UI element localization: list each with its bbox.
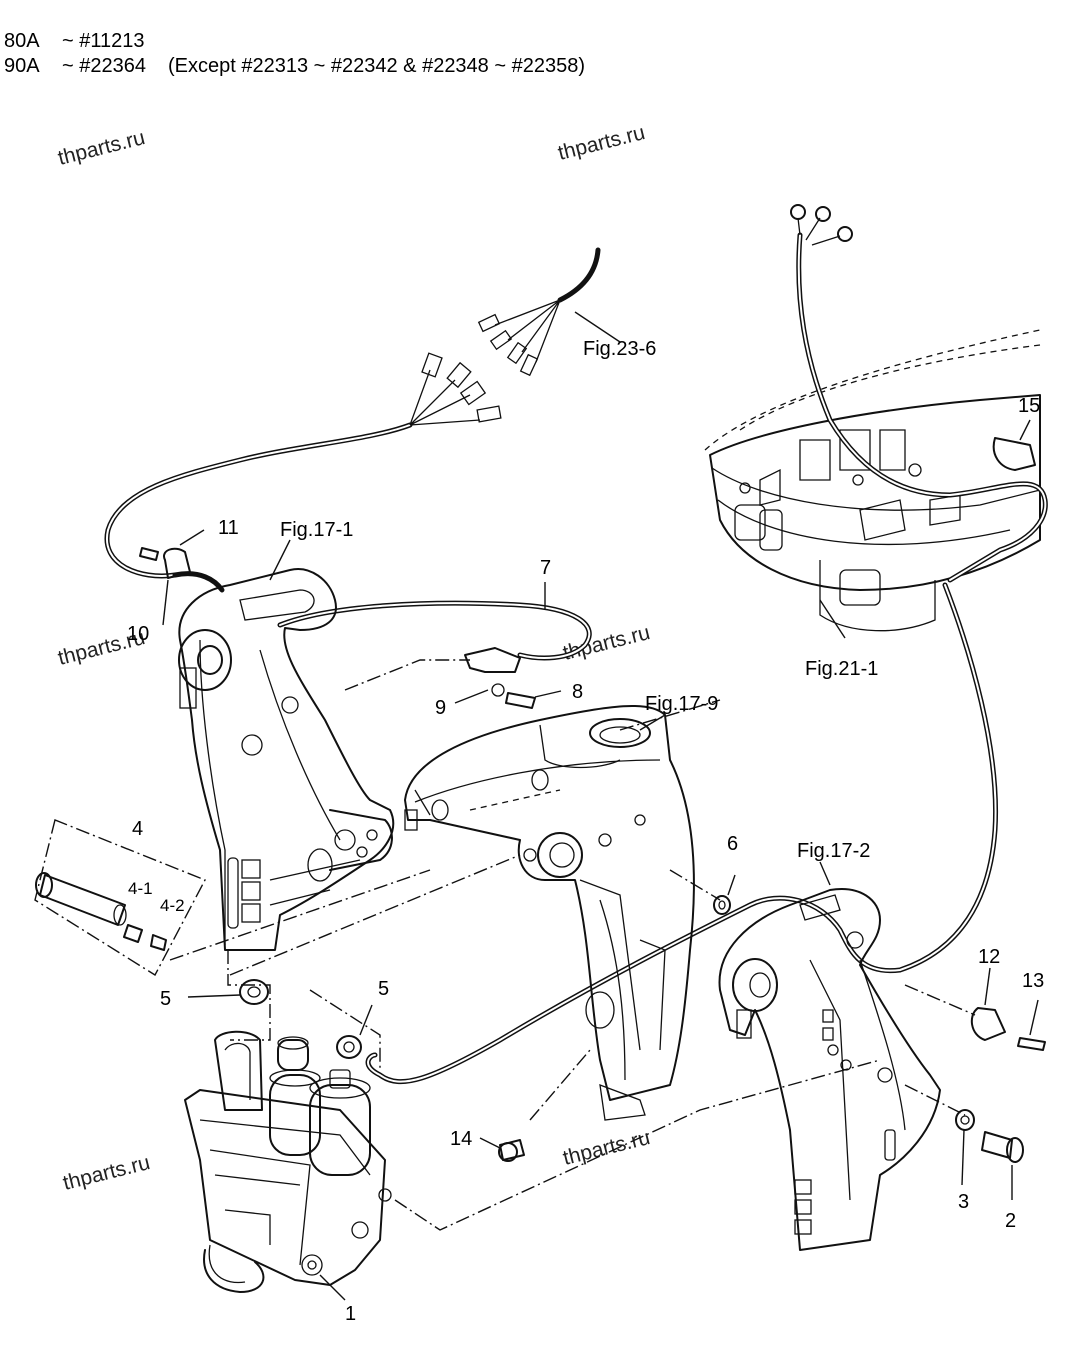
header-line-1: 80A ~ #11213 [4,30,145,53]
callout-7: 7 [540,557,551,579]
figure-references: Fig.23-6 Fig.17-1 Fig.17-9 Fig.17-2 Fig.… [280,338,878,862]
callout-11: 11 [218,517,239,539]
wiring [104,204,1048,1084]
stern-bracket-left [178,568,395,951]
callout-8: 8 [572,681,583,703]
callout-12: 12 [978,946,1000,968]
callout-5: 5 [378,978,389,1000]
callout-6: 6 [727,833,738,855]
callout-9: 9 [435,697,446,719]
power-trim-tilt-unit [184,1030,392,1293]
fig-ref-17-1: Fig.17-1 [280,519,353,541]
callout-4-1: 4-1 [128,879,153,898]
serial-range: ~ #11213 [62,30,145,52]
watermark-text: thparts.ru [561,621,653,665]
callout-4: 4 [132,818,143,840]
header-line-2: 90A ~ #22364 (Except #22313 ~ #22342 & #22… [4,55,585,78]
fig-ref-17-9: Fig.17-9 [645,693,718,715]
bottom-cowling-assembly [704,329,1041,632]
callout-13: 13 [1022,970,1044,992]
callout-15: 15 [1018,395,1040,417]
watermark-text: thparts.ru [61,1151,153,1195]
assembly-lines [34,659,976,1231]
fig-ref-21-1: Fig.21-1 [805,658,878,680]
callout-2: 2 [1005,1210,1016,1232]
model-code: 80A [4,30,40,52]
callout-3: 3 [958,1191,969,1213]
callout-14: 14 [450,1128,472,1150]
stern-bracket-right [718,888,941,1251]
callout-10: 10 [127,623,149,645]
callout-5: 5 [160,988,171,1010]
swivel-bracket [404,704,695,1121]
watermark-text: thparts.ru [56,126,148,170]
fig-ref-17-2: Fig.17-2 [797,840,870,862]
model-code: 90A [4,55,40,77]
callout-1: 1 [345,1303,356,1325]
exception-note: (Except #22313 ~ #22342 & #22348 ~ #2235… [167,55,585,77]
fig-ref-23-6: Fig.23-6 [583,338,656,360]
small-parts [35,437,1046,1163]
callout-4-2: 4-2 [160,896,185,915]
watermark-text: thparts.ru [561,1126,653,1170]
leader-lines [162,311,1039,1301]
part-callouts: 1 2 3 4 4-1 4-2 5 5 6 7 8 9 10 11 12 13 … [127,395,1044,1325]
watermark-text: thparts.ru [556,121,648,165]
serial-range: ~ #22364 [62,55,146,77]
